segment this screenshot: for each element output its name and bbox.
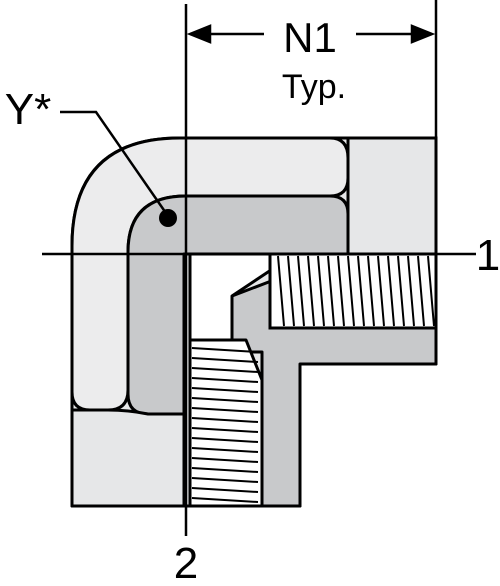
- thread-lines-port-2: [191, 347, 259, 503]
- arrow-left-icon: [186, 24, 212, 44]
- port-2-threads: [188, 338, 264, 508]
- right-panel: [346, 136, 438, 256]
- point-label: Y*: [5, 85, 51, 134]
- point-y-leader: [60, 110, 177, 227]
- arrow-right-icon: [410, 24, 436, 44]
- port-1-label: 1: [476, 231, 500, 280]
- port-2-label: 2: [174, 539, 198, 586]
- lower-panel: [70, 408, 186, 508]
- centerlines: [42, 4, 476, 536]
- port-1-threads: [268, 252, 438, 330]
- point-y-marker: [159, 209, 177, 227]
- dimension-label: N1: [283, 14, 337, 61]
- thread-lines-port-1: [277, 255, 435, 327]
- dimension-note: Typ.: [282, 68, 346, 106]
- dimension-n1: [186, 0, 438, 138]
